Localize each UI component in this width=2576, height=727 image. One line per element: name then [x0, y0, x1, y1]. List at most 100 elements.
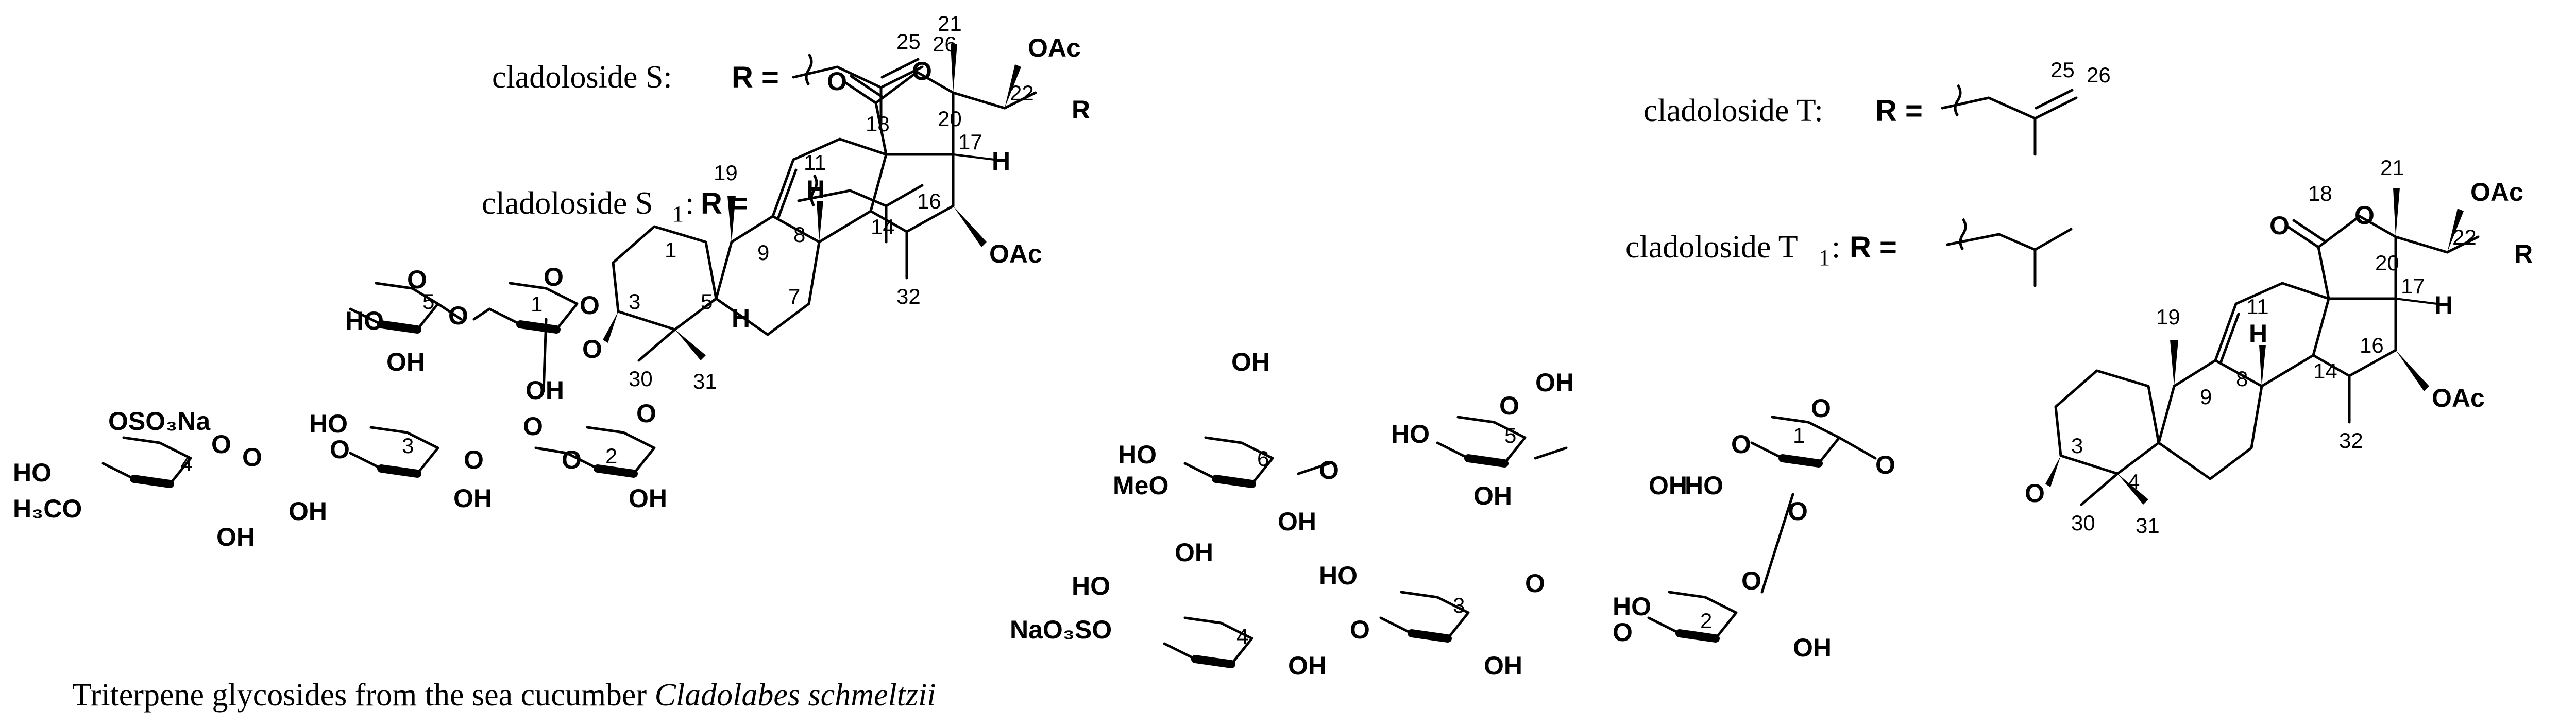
- svg-text:11: 11: [2246, 295, 2269, 319]
- svg-text:OH: OH: [289, 497, 327, 526]
- svg-text:HO: HO: [1391, 420, 1430, 448]
- svg-text:22: 22: [1010, 81, 1034, 105]
- svg-text::: :: [1832, 230, 1840, 265]
- svg-text:cladoloside T: cladoloside T: [1625, 230, 1798, 265]
- svg-text:7: 7: [788, 284, 800, 308]
- svg-text:OAc: OAc: [2432, 384, 2485, 412]
- svg-text:O: O: [636, 399, 656, 428]
- svg-text:O: O: [1499, 391, 1519, 420]
- svg-text:4: 4: [180, 452, 192, 476]
- svg-text:OH: OH: [1793, 633, 1832, 662]
- svg-text:R =: R =: [1850, 231, 1897, 264]
- svg-text:O: O: [407, 265, 427, 294]
- svg-text:OH: OH: [526, 376, 564, 405]
- svg-text:R: R: [2514, 239, 2533, 268]
- svg-text:14: 14: [871, 215, 895, 239]
- svg-text:9: 9: [757, 240, 769, 265]
- svg-text:OH: OH: [1231, 348, 1270, 376]
- svg-text:O: O: [1613, 618, 1633, 647]
- right-aglycone: [2045, 188, 2480, 506]
- svg-text:O: O: [211, 430, 231, 459]
- svg-text:17: 17: [958, 130, 982, 154]
- svg-text:O: O: [2269, 211, 2290, 240]
- svg-text:O: O: [242, 443, 262, 472]
- svg-text:HO: HO: [1319, 561, 1358, 590]
- svg-text:O: O: [544, 263, 564, 291]
- oac-22: OAc: [1028, 33, 1081, 62]
- svg-text:17: 17: [2401, 274, 2425, 298]
- figure-caption: Triterpene glycosides from the sea cucum…: [72, 678, 936, 713]
- svg-text:8: 8: [2236, 367, 2248, 391]
- svg-text:OH: OH: [1484, 651, 1522, 680]
- svg-text:30: 30: [629, 367, 653, 391]
- svg-text:30: 30: [2071, 511, 2095, 535]
- svg-text:NaO₃SO: NaO₃SO: [1010, 615, 1112, 644]
- svg-text:21: 21: [2380, 155, 2404, 180]
- svg-text:HO: HO: [13, 458, 52, 487]
- svg-text:20: 20: [938, 107, 962, 131]
- o-3: O: [582, 335, 602, 363]
- svg-text:OH: OH: [216, 523, 255, 551]
- svg-text:32: 32: [896, 284, 921, 308]
- svg-text:HO: HO: [1685, 471, 1723, 500]
- caption-species: Cladolabes schmeltzii: [655, 678, 936, 713]
- svg-text:1: 1: [1819, 245, 1830, 270]
- svg-text:11: 11: [804, 150, 826, 175]
- right-sugar-labels: O O O HO O OH OH O HO O OH OH HO MeO OH …: [1010, 348, 1895, 680]
- svg-text:O: O: [2025, 479, 2045, 508]
- svg-text:OAc: OAc: [2470, 178, 2523, 206]
- left-sugars: [101, 282, 656, 488]
- oac-16: OAc: [989, 239, 1042, 268]
- svg-text:31: 31: [693, 369, 717, 393]
- svg-text:O: O: [1525, 569, 1545, 598]
- svg-text:OH: OH: [1473, 481, 1512, 510]
- svg-text:19: 19: [714, 161, 738, 185]
- svg-text:O: O: [330, 435, 350, 464]
- svg-text:32: 32: [2339, 428, 2363, 453]
- svg-text:O: O: [1350, 615, 1370, 644]
- svg-text:3: 3: [1453, 593, 1465, 617]
- svg-text:2: 2: [1700, 609, 1712, 633]
- svg-text:O: O: [1788, 497, 1808, 526]
- svg-text:25: 25: [896, 29, 921, 54]
- svg-text:3: 3: [629, 289, 640, 314]
- svg-text:6: 6: [1257, 446, 1269, 471]
- svg-text:OH: OH: [1175, 538, 1213, 567]
- svg-text:18: 18: [866, 112, 890, 136]
- h-17: H: [992, 147, 1010, 176]
- caption-text: Triterpene glycosides from the sea cucum…: [72, 678, 655, 713]
- svg-text:HO: HO: [1072, 572, 1110, 600]
- svg-text:R =: R =: [1875, 94, 1923, 128]
- legend-s1: cladoloside S 1 : R =: [482, 174, 924, 244]
- legend-s: cladoloside S: R = 25 26: [492, 29, 957, 125]
- svg-text:16: 16: [2360, 333, 2384, 357]
- carbonyl-oxygen: O: [827, 67, 847, 96]
- svg-text:H₃CO: H₃CO: [13, 494, 82, 523]
- svg-text:O: O: [1875, 451, 1895, 479]
- svg-text:25: 25: [2050, 58, 2075, 82]
- svg-text:3: 3: [402, 434, 414, 458]
- svg-text:HO: HO: [309, 409, 348, 438]
- svg-text:O: O: [448, 301, 468, 330]
- svg-text:1: 1: [1793, 423, 1805, 447]
- svg-text:1: 1: [672, 201, 684, 227]
- label-cladoloside-s: cladoloside S:: [492, 60, 672, 95]
- svg-text:26: 26: [2087, 63, 2111, 87]
- svg-text:4: 4: [2128, 470, 2140, 494]
- svg-text:20: 20: [2375, 251, 2399, 275]
- legend-t: cladoloside T: R = 25 26: [1643, 58, 2111, 156]
- svg-text:OH: OH: [1649, 471, 1687, 500]
- right-sugars: [1163, 416, 1877, 668]
- svg-text:cladoloside S: cladoloside S: [482, 186, 653, 221]
- svg-text:OH: OH: [386, 348, 425, 376]
- svg-text:OH: OH: [629, 484, 667, 513]
- svg-text:O: O: [1811, 394, 1831, 423]
- svg-text:O: O: [1731, 430, 1751, 459]
- h-5: H: [732, 304, 750, 333]
- svg-text:1: 1: [531, 292, 543, 316]
- svg-text:HO: HO: [1118, 440, 1157, 469]
- left-aglycone: [603, 44, 1037, 362]
- svg-text:O: O: [2354, 201, 2375, 230]
- svg-text:16: 16: [917, 189, 941, 213]
